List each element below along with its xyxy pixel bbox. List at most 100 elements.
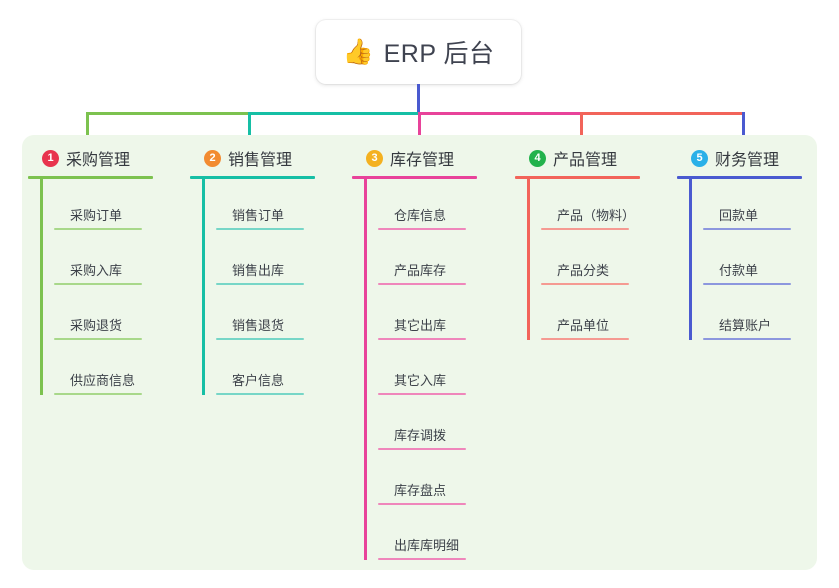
leaf-node[interactable]: 仓库信息 — [366, 179, 502, 234]
leaf-label: 结算账户 — [719, 318, 772, 333]
column-title: 销售管理 — [228, 152, 293, 169]
drop-line-2 — [248, 112, 251, 153]
root-title: ERP 后台 — [383, 40, 495, 68]
number-badge-icon: 3 — [366, 149, 383, 167]
leaf-node[interactable]: 库存盘点 — [366, 454, 502, 509]
column-5: 5 财务管理回款单付款单结算账户 — [677, 146, 827, 344]
leaf-rule — [378, 283, 466, 285]
number-badge-icon: 2 — [204, 149, 221, 167]
drop-line-5 — [742, 112, 745, 153]
leaf-rule — [216, 338, 304, 340]
column-spine — [527, 179, 530, 340]
leaf-label: 销售订单 — [232, 208, 285, 223]
leaf-rule — [378, 228, 466, 230]
leaf-rule — [216, 393, 304, 395]
leaf-label: 采购退货 — [70, 318, 123, 333]
leaf-node[interactable]: 其它入库 — [366, 344, 502, 399]
column-items-1: 采购订单采购入库采购退货供应商信息 — [28, 179, 178, 399]
column-header-rule — [515, 176, 640, 179]
bus-segment-1 — [86, 112, 251, 115]
leaf-rule — [54, 338, 142, 340]
leaf-node[interactable]: 客户信息 — [204, 344, 340, 399]
column-header-rule — [190, 176, 315, 179]
drop-line-3 — [418, 112, 421, 153]
leaf-node[interactable]: 销售退货 — [204, 289, 340, 344]
column-2: 2 销售管理销售订单销售出库销售退货客户信息 — [190, 146, 340, 399]
leaf-rule — [541, 228, 629, 230]
leaf-node[interactable]: 出库库明细 — [366, 509, 502, 564]
leaf-node[interactable]: 采购入库 — [42, 234, 178, 289]
number-badge-icon: 4 — [529, 149, 546, 167]
column-title: 产品管理 — [553, 152, 618, 169]
leaf-label: 付款单 — [719, 263, 759, 278]
column-header-rule — [28, 176, 153, 179]
column-title: 采购管理 — [66, 152, 131, 169]
column-header-3[interactable]: 3 库存管理 — [352, 146, 502, 170]
column-header-2[interactable]: 2 销售管理 — [190, 146, 340, 170]
leaf-node[interactable]: 付款单 — [691, 234, 827, 289]
leaf-rule — [54, 228, 142, 230]
leaf-rule — [703, 283, 791, 285]
leaf-label: 回款单 — [719, 208, 759, 223]
column-header-rule — [352, 176, 477, 179]
leaf-rule — [378, 558, 466, 560]
column-spine — [689, 179, 692, 340]
column-items-2: 销售订单销售出库销售退货客户信息 — [190, 179, 340, 399]
leaf-label: 其它出库 — [394, 318, 447, 333]
leaf-label: 库存调拨 — [394, 428, 447, 443]
leaf-node[interactable]: 产品库存 — [366, 234, 502, 289]
leaf-node[interactable]: 产品单位 — [529, 289, 665, 344]
bus-segment-3 — [418, 112, 583, 115]
leaf-node[interactable]: 销售出库 — [204, 234, 340, 289]
column-spine — [202, 179, 205, 395]
leaf-label: 供应商信息 — [70, 373, 136, 388]
leaf-node[interactable]: 供应商信息 — [42, 344, 178, 399]
bus-segment-4 — [580, 112, 745, 115]
column-spine — [40, 179, 43, 395]
leaf-node[interactable]: 结算账户 — [691, 289, 827, 344]
leaf-rule — [703, 338, 791, 340]
column-header-4[interactable]: 4 产品管理 — [515, 146, 665, 170]
leaf-label: 采购订单 — [70, 208, 123, 223]
leaf-label: 产品库存 — [394, 263, 447, 278]
leaf-node[interactable]: 采购订单 — [42, 179, 178, 234]
column-4: 4 产品管理产品（物料） 产品分类产品单位 — [515, 146, 665, 344]
leaf-label: 产品（物料） — [557, 208, 636, 223]
leaf-label: 销售退货 — [232, 318, 285, 333]
column-items-4: 产品（物料） 产品分类产品单位 — [515, 179, 665, 344]
branch-panel — [22, 135, 817, 570]
leaf-rule — [378, 503, 466, 505]
leaf-rule — [54, 283, 142, 285]
leaf-node[interactable]: 销售订单 — [204, 179, 340, 234]
leaf-rule — [703, 228, 791, 230]
leaf-rule — [541, 283, 629, 285]
leaf-label: 库存盘点 — [394, 483, 447, 498]
column-3: 3 库存管理仓库信息产品库存其它出库其它入库库存调拨库存盘点出库库明细 — [352, 146, 502, 564]
leaf-label: 其它入库 — [394, 373, 447, 388]
leaf-label: 客户信息 — [232, 373, 285, 388]
leaf-node[interactable]: 产品分类 — [529, 234, 665, 289]
bus-segment-2 — [248, 112, 421, 115]
leaf-label: 出库库明细 — [394, 538, 460, 553]
leaf-node[interactable]: 产品（物料） — [529, 179, 665, 234]
leaf-node[interactable]: 其它出库 — [366, 289, 502, 344]
leaf-label: 销售出库 — [232, 263, 285, 278]
leaf-rule — [378, 393, 466, 395]
leaf-node[interactable]: 采购退货 — [42, 289, 178, 344]
thumbs-up-icon: 👍 — [342, 37, 374, 66]
column-header-rule — [677, 176, 802, 179]
number-badge-icon: 5 — [691, 149, 708, 167]
leaf-rule — [378, 448, 466, 450]
root-node[interactable]: 👍 ERP 后台 — [316, 20, 521, 84]
column-title: 财务管理 — [715, 152, 780, 169]
leaf-rule — [54, 393, 142, 395]
leaf-node[interactable]: 库存调拨 — [366, 399, 502, 454]
leaf-label: 仓库信息 — [394, 208, 447, 223]
leaf-node[interactable]: 回款单 — [691, 179, 827, 234]
drop-line-4 — [580, 112, 583, 153]
column-title: 库存管理 — [390, 152, 455, 169]
column-header-5[interactable]: 5 财务管理 — [677, 146, 827, 170]
